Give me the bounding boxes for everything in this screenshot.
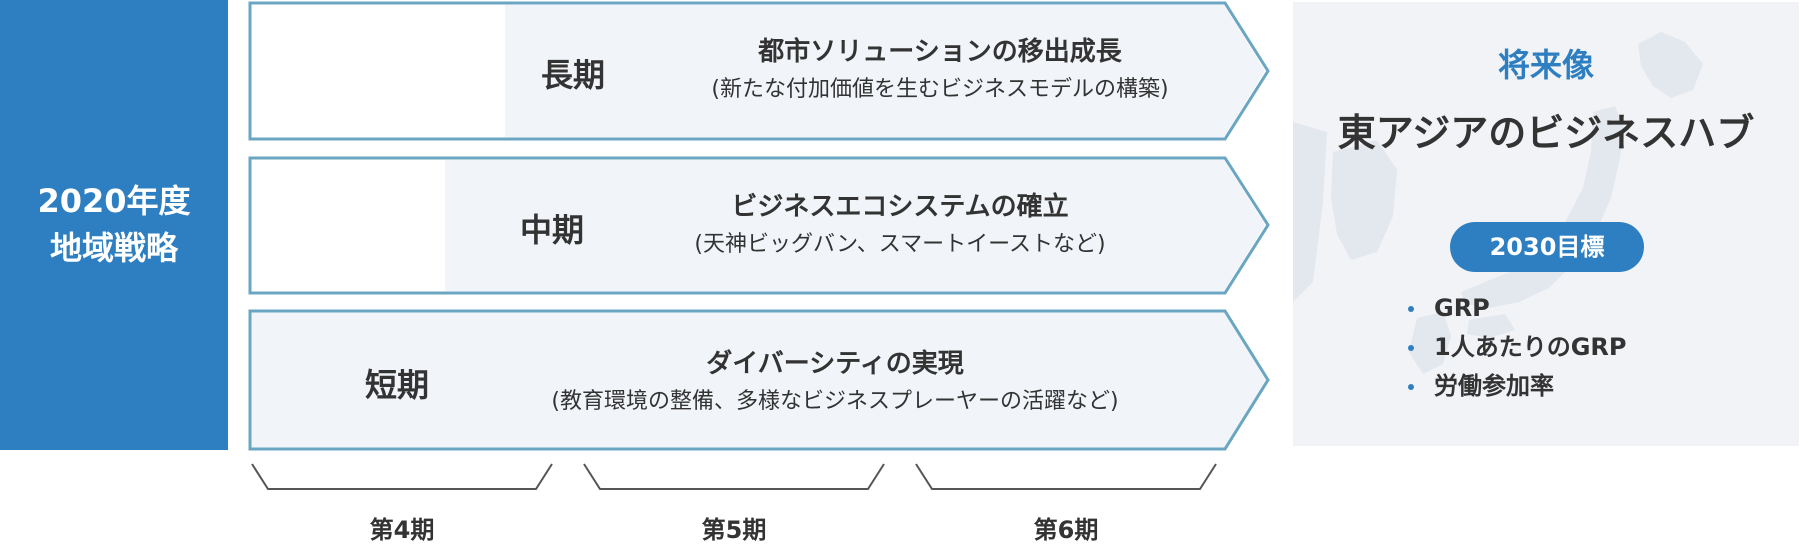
bracket-period-6 xyxy=(915,463,1217,490)
term-mid-subtitle: (天神ビッグバン、スマートイーストなど) xyxy=(694,232,1106,257)
term-long-subtitle: (新たな付加価値を生むビジネスモデルの構築) xyxy=(711,77,1169,102)
term-mid-title: ビジネスエコシステムの確立 xyxy=(731,192,1069,222)
arrow-mid-term xyxy=(248,156,1270,295)
term-long-description: 都市ソリューションの移出成長 (新たな付加価値を生むビジネスモデルの構築) xyxy=(650,32,1230,108)
goal-list: GRP 1人あたりのGRP 労働参加率 xyxy=(1408,289,1626,406)
term-long-label: 長期 xyxy=(541,56,606,94)
bracket-period-4 xyxy=(251,463,553,490)
term-short-subtitle: (教育環境の整備、多様なビジネスプレーヤーの活躍など) xyxy=(551,389,1119,414)
goal-list-item: 1人あたりのGRP xyxy=(1408,328,1626,367)
goal-text: 労働参加率 xyxy=(1434,372,1554,400)
strategy-year-label: 2020年度 xyxy=(37,182,191,220)
bullet-icon xyxy=(1408,344,1414,351)
period-6-label: 第6期 xyxy=(1033,516,1099,544)
term-mid-label: 中期 xyxy=(520,211,585,249)
future-vision-statement: 東アジアのビジネスハブ xyxy=(1337,111,1755,155)
bullet-icon xyxy=(1408,305,1414,312)
term-short-title: ダイバーシティの実現 xyxy=(706,349,964,379)
period-4-label: 第4期 xyxy=(369,516,435,544)
future-vision-title: 将来像 xyxy=(1497,46,1594,84)
term-short-label: 短期 xyxy=(365,366,430,404)
goal-2030-badge: 2030目標 xyxy=(1450,222,1644,272)
future-vision-panel: 将来像 東アジアのビジネスハブ 2030目標 GRP 1人あたりのGRP 労働参… xyxy=(1293,2,1799,446)
goal-list-item: 労働参加率 xyxy=(1408,367,1626,406)
goal-list-item: GRP xyxy=(1408,289,1626,328)
bullet-icon xyxy=(1408,383,1414,390)
arrow-long-term xyxy=(248,1,1270,141)
arrow-short-term xyxy=(248,309,1270,451)
goal-text: GRP xyxy=(1434,294,1490,322)
period-5-label: 第5期 xyxy=(701,516,767,544)
strategy-name-label: 地域戦略 xyxy=(49,229,178,267)
term-long-title: 都市ソリューションの移出成長 xyxy=(758,37,1122,67)
bracket-period-5 xyxy=(583,463,885,490)
term-short-description: ダイバーシティの実現 (教育環境の整備、多様なビジネスプレーヤーの活躍など) xyxy=(480,344,1190,420)
term-arrows-diagram xyxy=(248,1,1270,490)
term-mid-description: ビジネスエコシステムの確立 (天神ビッグバン、スマートイーストなど) xyxy=(630,187,1170,263)
strategy-year-panel: 2020年度 地域戦略 xyxy=(0,0,228,450)
goal-text: 1人あたりのGRP xyxy=(1434,333,1627,361)
